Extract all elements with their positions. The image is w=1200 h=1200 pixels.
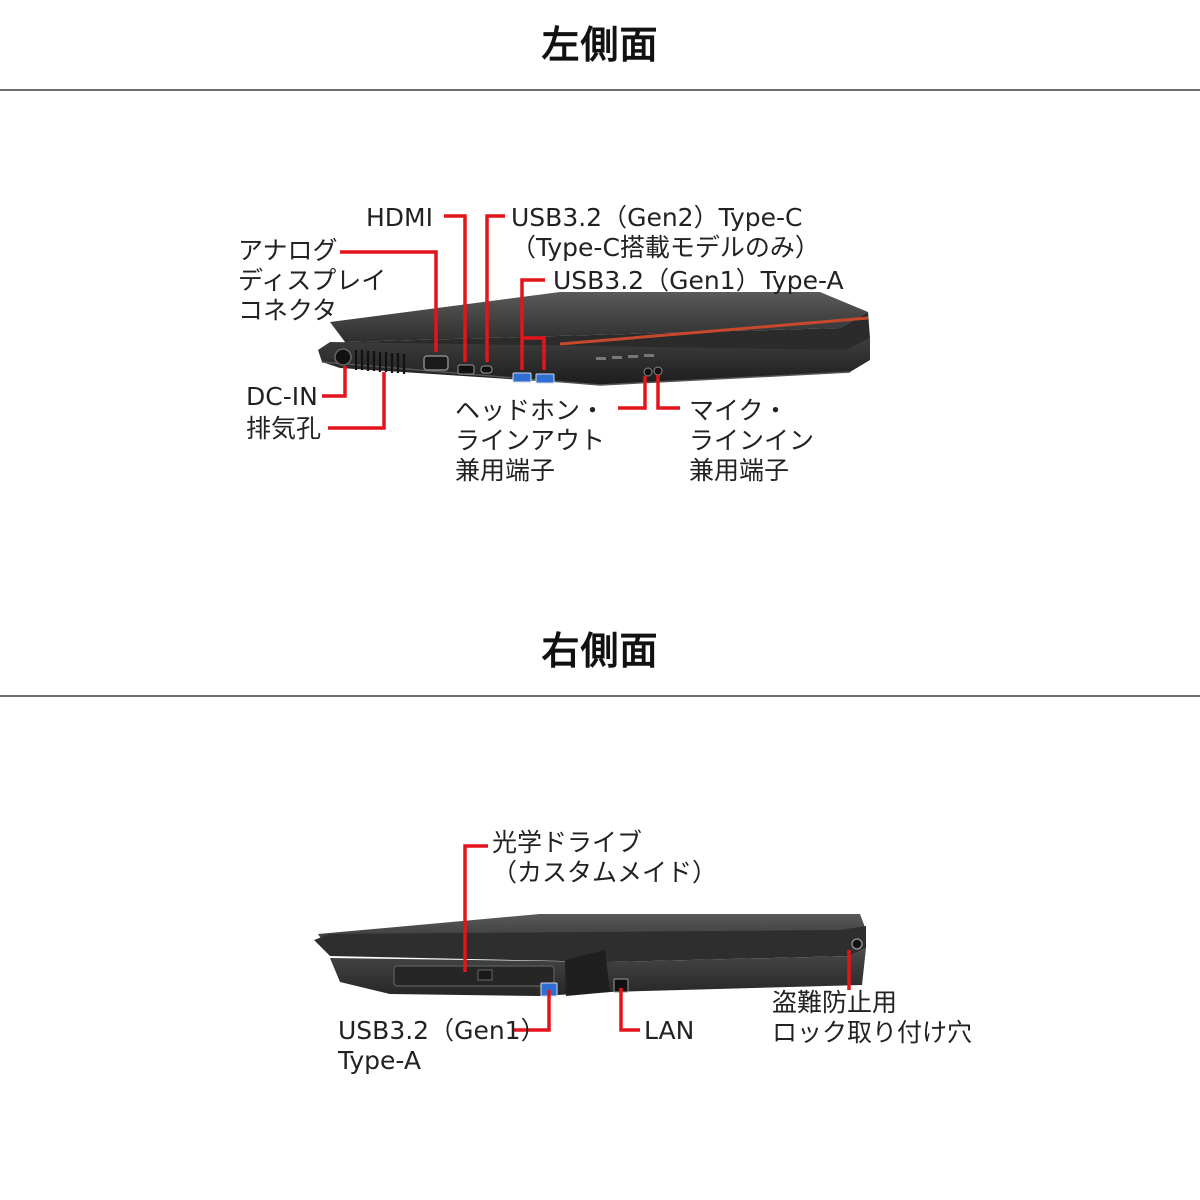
dc-in-port [334,348,352,366]
label-hdmi: HDMI [366,203,433,232]
label-lan: LAN [644,1016,695,1045]
label-usb-type-a-right: USB3.2（Gen1） Type-A [338,1016,546,1075]
label-mic-jack: マイク・ ラインイン 兼用端子 [689,396,815,485]
usb-c-port [480,365,493,374]
right-side-leader-lines [463,844,851,1032]
left-side-leader-lines [322,214,680,430]
laptop-right-side-illustration [314,914,866,997]
usb-a-port-2 [535,373,555,384]
optical-drive-tray [393,965,555,987]
vga-port [423,355,449,371]
accent-stripe [559,316,869,346]
right-side-title: 右側面 [541,629,659,673]
left-side-title: 左側面 [541,23,659,67]
usb-a-port-1 [512,372,532,383]
laptop-left-side-illustration [318,292,870,386]
left-side-divider [0,89,1200,91]
label-usb-type-c: USB3.2（Gen2）Type-C （Type-C搭載モデルのみ） [511,203,820,262]
label-optical-drive: 光学ドライブ （カスタムメイド） [492,828,718,887]
label-security-lock: 盗難防止用 ロック取り付け穴 [772,988,973,1047]
mic-jack [653,366,663,376]
right-side-divider [0,695,1200,697]
headphone-jack [643,367,653,377]
exhaust-vent [354,350,406,374]
label-usb-type-a-left: USB3.2（Gen1）Type-A [553,266,844,295]
security-lock-slot [851,938,863,950]
label-dc-in: DC-IN [246,382,318,411]
hdmi-port [457,364,475,375]
label-exhaust-vent: 排気孔 [246,414,322,443]
label-headphone-jack: ヘッドホン・ ラインアウト 兼用端子 [455,396,606,485]
label-analog-display-connector: アナログ ディスプレイ コネクタ [238,236,387,325]
